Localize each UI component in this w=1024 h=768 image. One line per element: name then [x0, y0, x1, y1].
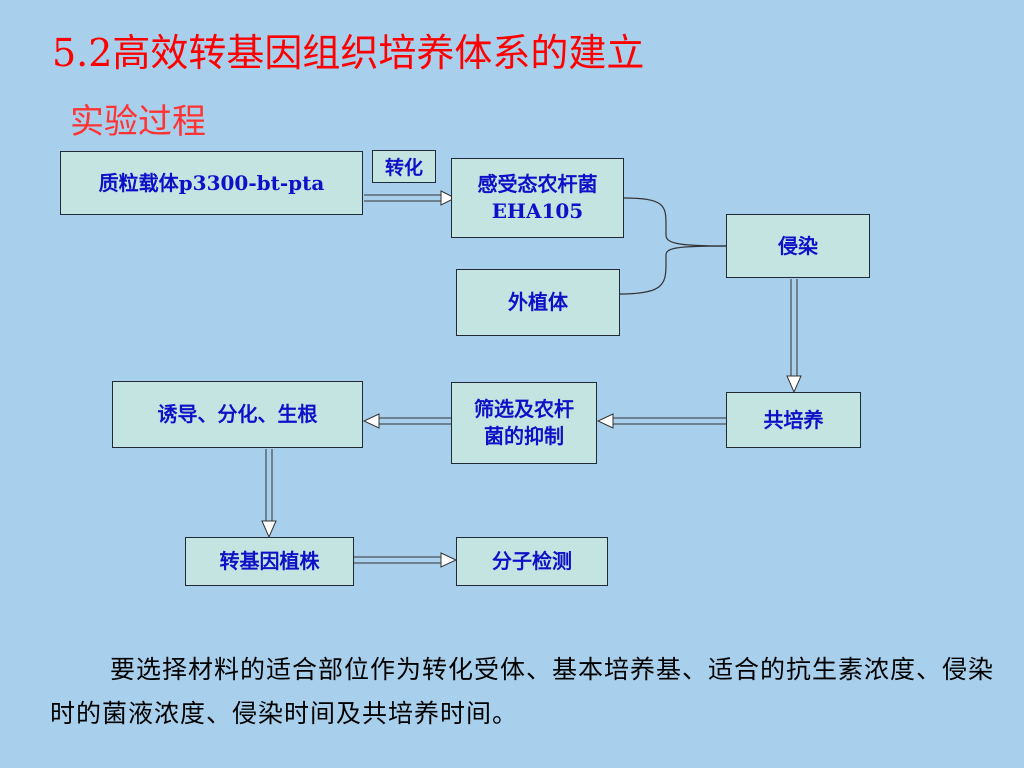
- node-plasmid-vector: 质粒载体p3300-bt-pta: [60, 151, 363, 215]
- arrow-cocult-to-select: [596, 413, 726, 429]
- node-induction: 诱导、分化、生根: [112, 381, 363, 448]
- node-explant-label: 外植体: [508, 290, 568, 314]
- node-transgenic-plant-label: 转基因植株: [219, 549, 320, 573]
- node-transgenic-plant: 转基因植株: [185, 537, 354, 586]
- node-explant: 外植体: [456, 269, 620, 336]
- node-cocultivation: 共培养: [726, 392, 861, 448]
- transform-tag: 转化: [372, 150, 436, 183]
- arrow-transgenic-to-detect: [354, 552, 458, 568]
- node-agrobacterium: 感受态农杆菌 EHA105: [451, 158, 624, 238]
- node-cocultivation-label: 共培养: [763, 407, 824, 432]
- page-subtitle: 实验过程: [70, 102, 206, 142]
- node-selection-label: 筛选及农杆 菌的抑制: [474, 397, 574, 448]
- page-title: 5.2高效转基因组织培养体系的建立: [52, 31, 645, 75]
- arrow-infect-to-cocult: [786, 279, 802, 394]
- arrow-plasmid-to-agro: [364, 190, 457, 206]
- transform-tag-label: 转化: [384, 157, 423, 179]
- body-paragraph: 要选择材料的适合部位作为转化受体、基本培养基、适合的抗生素浓度、侵染时的菌液浓度…: [50, 655, 995, 728]
- merge-bracket: [623, 197, 727, 247]
- node-infection-label: 侵染: [778, 233, 818, 258]
- node-agrobacterium-label: 感受态农杆菌 EHA105: [477, 172, 598, 223]
- node-molecular-detection: 分子检测: [456, 537, 608, 586]
- node-induction-label: 诱导、分化、生根: [157, 402, 318, 426]
- merge-bracket-lower: [619, 245, 727, 295]
- arrow-induce-to-transgenic: [261, 449, 277, 539]
- arrow-select-to-induce: [362, 413, 452, 429]
- node-selection: 筛选及农杆 菌的抑制: [451, 382, 597, 464]
- node-plasmid-vector-label: 质粒载体p3300-bt-pta: [98, 170, 325, 195]
- node-molecular-detection-label: 分子检测: [492, 549, 572, 573]
- node-infection: 侵染: [726, 214, 870, 278]
